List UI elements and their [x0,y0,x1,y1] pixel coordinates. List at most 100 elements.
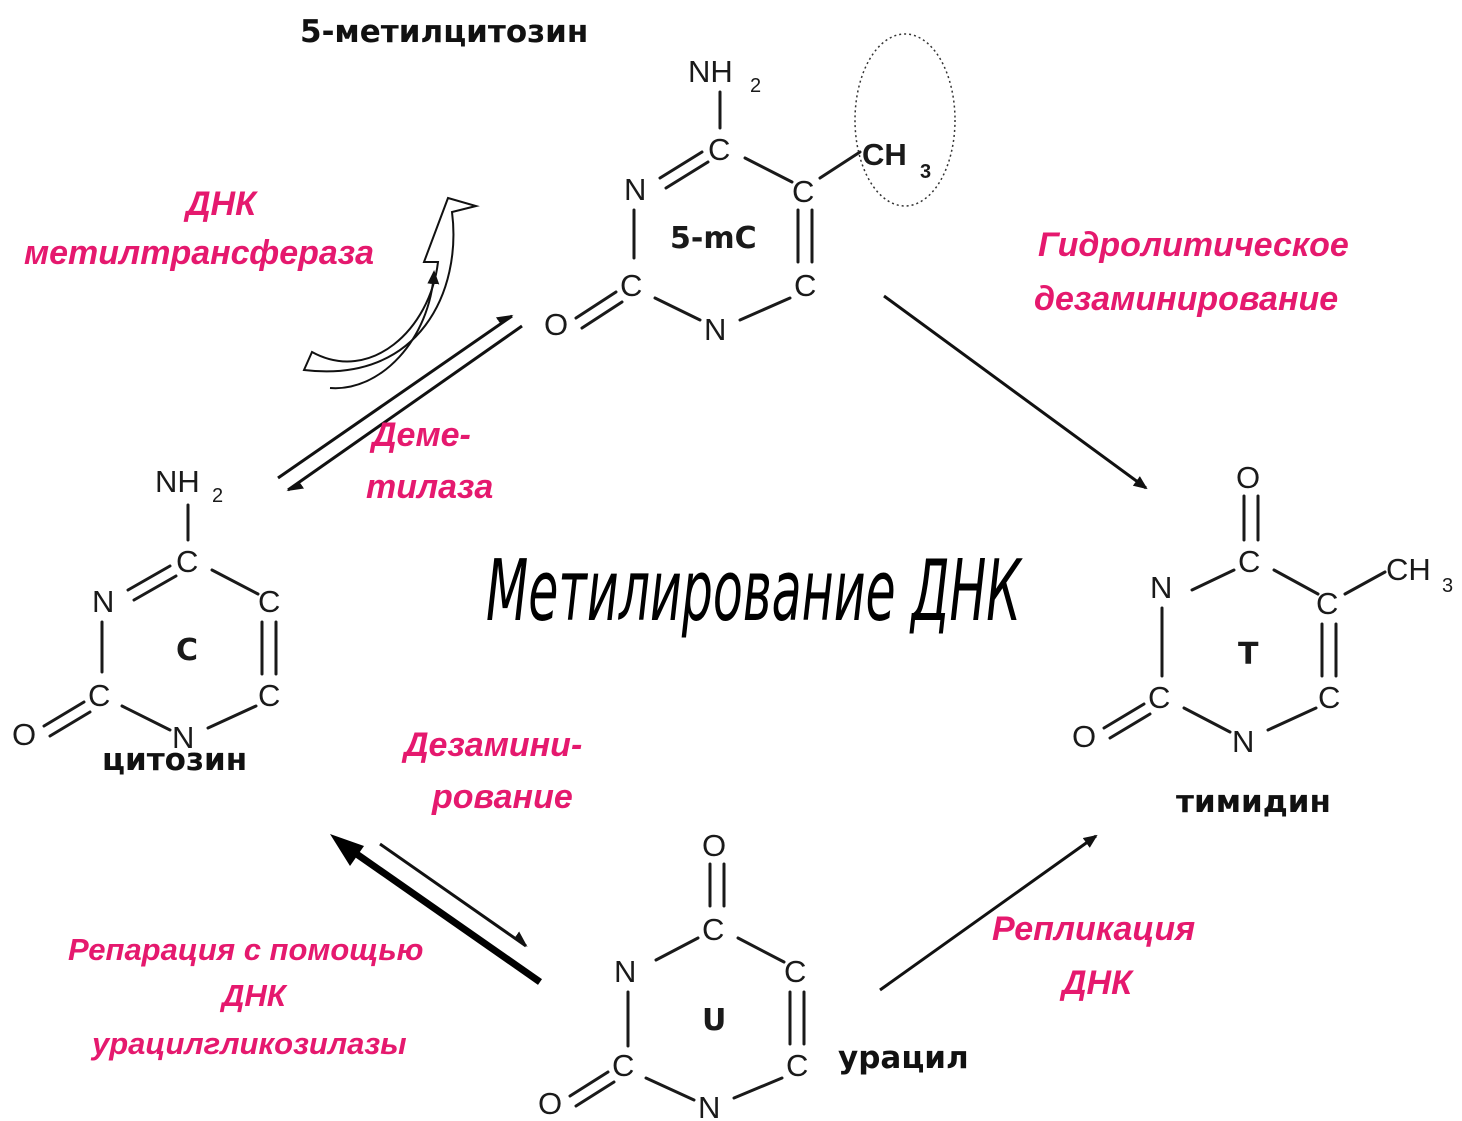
arrow-hydrolytic-deamination [883,294,1148,490]
atom-n: N [698,1090,720,1121]
label-line: Дезамини- [401,726,582,764]
atom-c: C [620,268,642,303]
atom-n-amino: NH [155,464,200,499]
arrow-repair-head [330,834,364,866]
bond [1108,712,1152,740]
bond [1190,568,1236,592]
label-line: Репликация [992,910,1195,948]
atom-n: N [614,954,636,989]
molecule-cytosine: NH 2 C N C C C C O N цитозин [12,464,280,778]
molecule-uracil: O C N C U C C O N урацил [538,828,969,1121]
atom-c: C [258,584,280,619]
bond [126,564,172,592]
subscript: 2 [212,485,223,507]
molecule-name-5-methylcytosine: 5-метилцитозин [300,14,588,50]
arrow-deamination [379,842,528,948]
diagram-title: Метилирование ДНК [486,543,1023,641]
label-demethylase: Деме- тилаза [366,416,493,506]
atom-o: O [1236,460,1260,495]
atom-n: N [92,584,114,619]
bond [654,936,700,962]
label-line: Деме- [369,416,471,454]
atom-c: C [786,1048,808,1083]
bond [1272,568,1320,596]
label-deamination: Дезамини- рование [401,726,582,816]
label-line: Гидролитическое [1038,226,1349,264]
molecule-thymidine: O C N C CH 3 T C C O N тимидин [1072,460,1453,820]
label-line: ДНК [183,185,258,223]
atom-o: O [12,717,36,752]
ring-label-5mc: 5-mC [670,221,757,256]
label-line: ДНК [219,978,288,1013]
bond [644,1076,696,1102]
bond [1266,706,1318,732]
atom-n: N [172,720,194,755]
ring-label-t: T [1238,637,1259,672]
label-line: тилаза [366,468,493,506]
atom-n: N [704,312,726,347]
ring-label-c: C [176,633,198,668]
label-line: дезаминирование [1034,280,1338,318]
bond [206,704,258,730]
arrow-replication [879,834,1098,992]
methyl-group: CH [1386,552,1431,587]
atom-c: C [1316,586,1338,621]
atom-c: C [784,954,806,989]
bond [738,296,792,322]
label-line: метилтрансфераза [24,234,374,272]
atom-c: C [708,132,730,167]
label-repair: Репарация с помощью ДНК урацилгликозилаз… [68,932,424,1061]
label-replication: Репликация ДНК [992,910,1195,1002]
bond [1343,570,1387,596]
arrow-methylation [277,314,514,480]
bond [743,156,794,184]
bond [736,936,786,964]
bond [42,700,86,728]
label-line: Репарация с помощью [68,932,424,967]
bond [574,290,618,320]
molecule-name-uracil: урацил [838,1040,969,1076]
label-hydrolytic-deamination: Гидролитическое дезаминирование [1034,226,1349,318]
bond [664,160,710,190]
atom-o: O [538,1086,562,1121]
arrow-demethylation [286,324,523,492]
bond [658,150,704,180]
bond [1102,702,1146,730]
atom-c: C [88,678,110,713]
ring-label-u: U [702,1003,726,1038]
atom-n: N [624,172,646,207]
atom-c: C [1148,680,1170,715]
bond [210,568,260,596]
label-line: ДНК [1059,964,1134,1002]
atom-c: C [794,268,816,303]
subscript: 2 [750,75,761,97]
atom-n: N [1232,724,1254,759]
methyltransferase-curved-arrow [302,196,480,373]
subscript: 3 [920,161,931,183]
bond [1182,706,1232,734]
bond [48,710,92,738]
label-line: рование [431,778,573,816]
label-methyltransferase: ДНК метилтрансфераза [24,185,374,272]
arrow-repair-shaft [345,845,543,985]
label-line: урацилгликозилазы [90,1026,407,1061]
molecule-name-cytosine: цитозин [102,742,247,778]
bond [818,150,862,180]
atom-c: C [258,678,280,713]
methyltransferase-thin-arrow [329,270,440,390]
methyl-group: CH [862,137,907,172]
atom-n: N [1150,570,1172,605]
atom-c: C [176,544,198,579]
atom-c: C [1238,544,1260,579]
bond [653,296,702,322]
bond [568,1070,610,1098]
atom-c: C [702,912,724,947]
bond [580,300,624,330]
bond [732,1076,784,1100]
atom-c: C [1318,680,1340,715]
bond [132,574,178,602]
atom-o: O [544,307,568,342]
methyl-highlight-circle [854,33,956,207]
molecule-5-methylcytosine: 5-метилцитозин NH 2 C N C CH 3 5-mC C C … [300,14,956,347]
